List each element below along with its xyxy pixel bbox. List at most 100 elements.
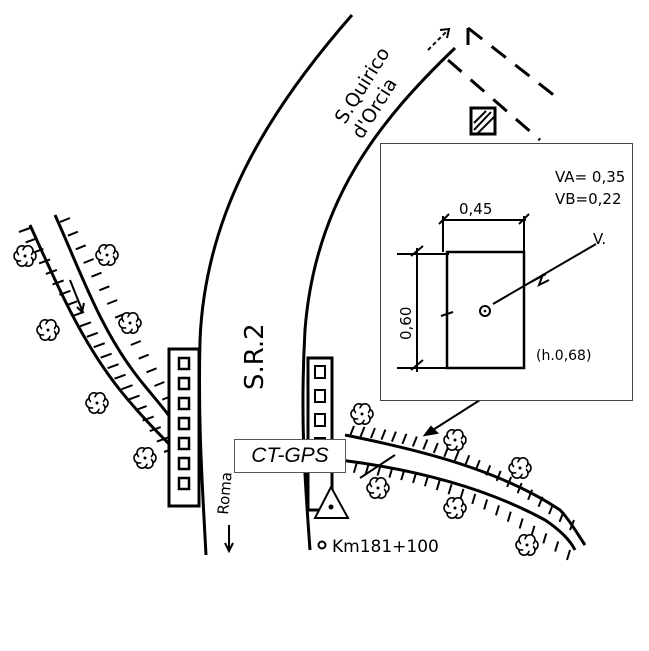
tree-icons [13, 244, 539, 556]
window-icon [314, 365, 326, 379]
hatch-mark [67, 230, 79, 237]
hatch-mark [412, 472, 418, 484]
v-label: V. [593, 230, 606, 248]
hatch-mark [453, 450, 460, 462]
hatch-mark [156, 436, 169, 443]
hatch-mark [459, 488, 465, 500]
hatch-mark [138, 353, 150, 360]
hatch-mark [423, 475, 429, 487]
detail-inset: VA= 0,35 VB=0,22 0,45 0,60 (h.0,68) V. [380, 143, 633, 401]
hatch-mark [359, 426, 366, 438]
creek-hatching-right [341, 425, 575, 561]
height-dimension [397, 245, 449, 372]
window-icons-left [177, 356, 191, 491]
hatch-mark [518, 518, 524, 529]
hatch-mark [401, 433, 408, 445]
hatch-mark [548, 503, 554, 515]
width-label: 0,45 [459, 200, 492, 218]
hatch-mark [135, 405, 147, 412]
hatch-mark [130, 340, 142, 346]
depth-label: (h.0,68) [536, 348, 591, 364]
hatch-mark [400, 469, 406, 481]
hatch-mark [471, 493, 477, 505]
width-dimension [438, 213, 530, 252]
window-icon [177, 476, 191, 491]
tree-icon [133, 447, 157, 469]
hatch-mark [121, 384, 133, 391]
hatch-mark [388, 467, 394, 478]
tree-icon [508, 457, 532, 479]
gps-triangle-marker [313, 484, 350, 519]
hatch-mark [558, 511, 565, 523]
hatch-mark [25, 237, 38, 244]
hatch-mark [411, 436, 418, 447]
hatch-mark [506, 476, 513, 488]
hatch-mark [18, 227, 31, 233]
hatch-mark [106, 299, 118, 305]
hatch-mark [72, 310, 85, 317]
hatch-mark [447, 483, 453, 495]
window-icon [177, 376, 191, 391]
hatch-mark [93, 342, 106, 349]
hatch-mark [370, 427, 376, 439]
tree-icon [36, 319, 60, 341]
manhole-rect [445, 250, 526, 370]
hatch-mark [474, 459, 481, 471]
hatch-mark [542, 533, 548, 544]
hatch-mark [380, 429, 387, 441]
hatch-mark [530, 525, 536, 537]
road-edge-right [301, 46, 457, 551]
height-label: 0,60 [397, 307, 415, 340]
hatch-mark [98, 285, 110, 292]
hatch-mark [483, 499, 489, 510]
hatch-mark [142, 415, 155, 422]
hatch-mark [506, 511, 512, 523]
tree-icon [366, 477, 390, 499]
hatch-mark [364, 463, 370, 475]
hatch-mark [537, 496, 544, 508]
tree-icon [443, 429, 467, 451]
tree-icon [350, 403, 374, 425]
direction-arrow-icon [427, 27, 451, 51]
hatch-mark [154, 381, 165, 387]
hatch-mark [128, 394, 140, 401]
hatch-mark [569, 519, 575, 531]
hatch-mark [376, 465, 382, 476]
pointer-arrow [359, 399, 481, 479]
hatch-mark [554, 541, 560, 552]
hatch-mark [146, 367, 157, 374]
va-label: VA= 0,35 [555, 168, 625, 186]
tree-icon [95, 244, 119, 266]
hatch-mark [75, 244, 87, 251]
roma-arrow-icon [224, 525, 234, 554]
hatch-mark [566, 549, 571, 561]
tree-icon [443, 497, 467, 519]
window-icon [177, 436, 191, 451]
hatch-mark [114, 373, 126, 380]
hatch-mark [495, 470, 502, 482]
hatch-mark [464, 454, 471, 466]
hatch-mark [485, 464, 492, 476]
tree-icon [118, 312, 142, 334]
building-strip-right [306, 356, 334, 512]
gps-label: CT-GPS [251, 444, 329, 467]
hatch-mark [91, 271, 102, 278]
right-creek [339, 433, 587, 551]
hatch-mark [86, 331, 99, 338]
hatch-mark [59, 289, 71, 296]
roma-label: Roma [214, 471, 236, 515]
window-icon [177, 356, 191, 371]
gps-label-box: CT-GPS [234, 439, 346, 473]
hatch-mark [349, 425, 355, 437]
window-icon [314, 413, 326, 427]
hatch-mark [65, 300, 78, 307]
dashed-side-road [447, 26, 561, 142]
hatch-mark [494, 505, 500, 516]
hatch-mark [352, 462, 358, 474]
tree-icon [13, 245, 37, 267]
hatch-mark [390, 431, 397, 442]
hatch-mark [38, 258, 51, 265]
hatch-mark [59, 217, 71, 223]
hatch-mark [83, 258, 94, 264]
